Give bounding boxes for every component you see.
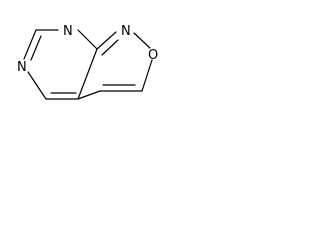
bond xyxy=(101,39,119,56)
bond xyxy=(133,32,151,49)
bond xyxy=(23,29,37,60)
atom-label-o: O xyxy=(148,48,158,63)
atom-label-n-left: N xyxy=(17,60,27,75)
atom-label-n-junction: N xyxy=(121,24,131,39)
bond xyxy=(77,90,101,100)
structure-svg: N N O N xyxy=(17,24,158,100)
bond xyxy=(96,31,117,50)
atom-label-n-top: N xyxy=(63,24,73,39)
bond xyxy=(30,35,42,61)
bond xyxy=(77,48,98,100)
bond xyxy=(77,29,98,50)
bond xyxy=(141,59,153,92)
bond xyxy=(27,71,47,100)
chemical-structure: N N O N xyxy=(0,0,203,131)
